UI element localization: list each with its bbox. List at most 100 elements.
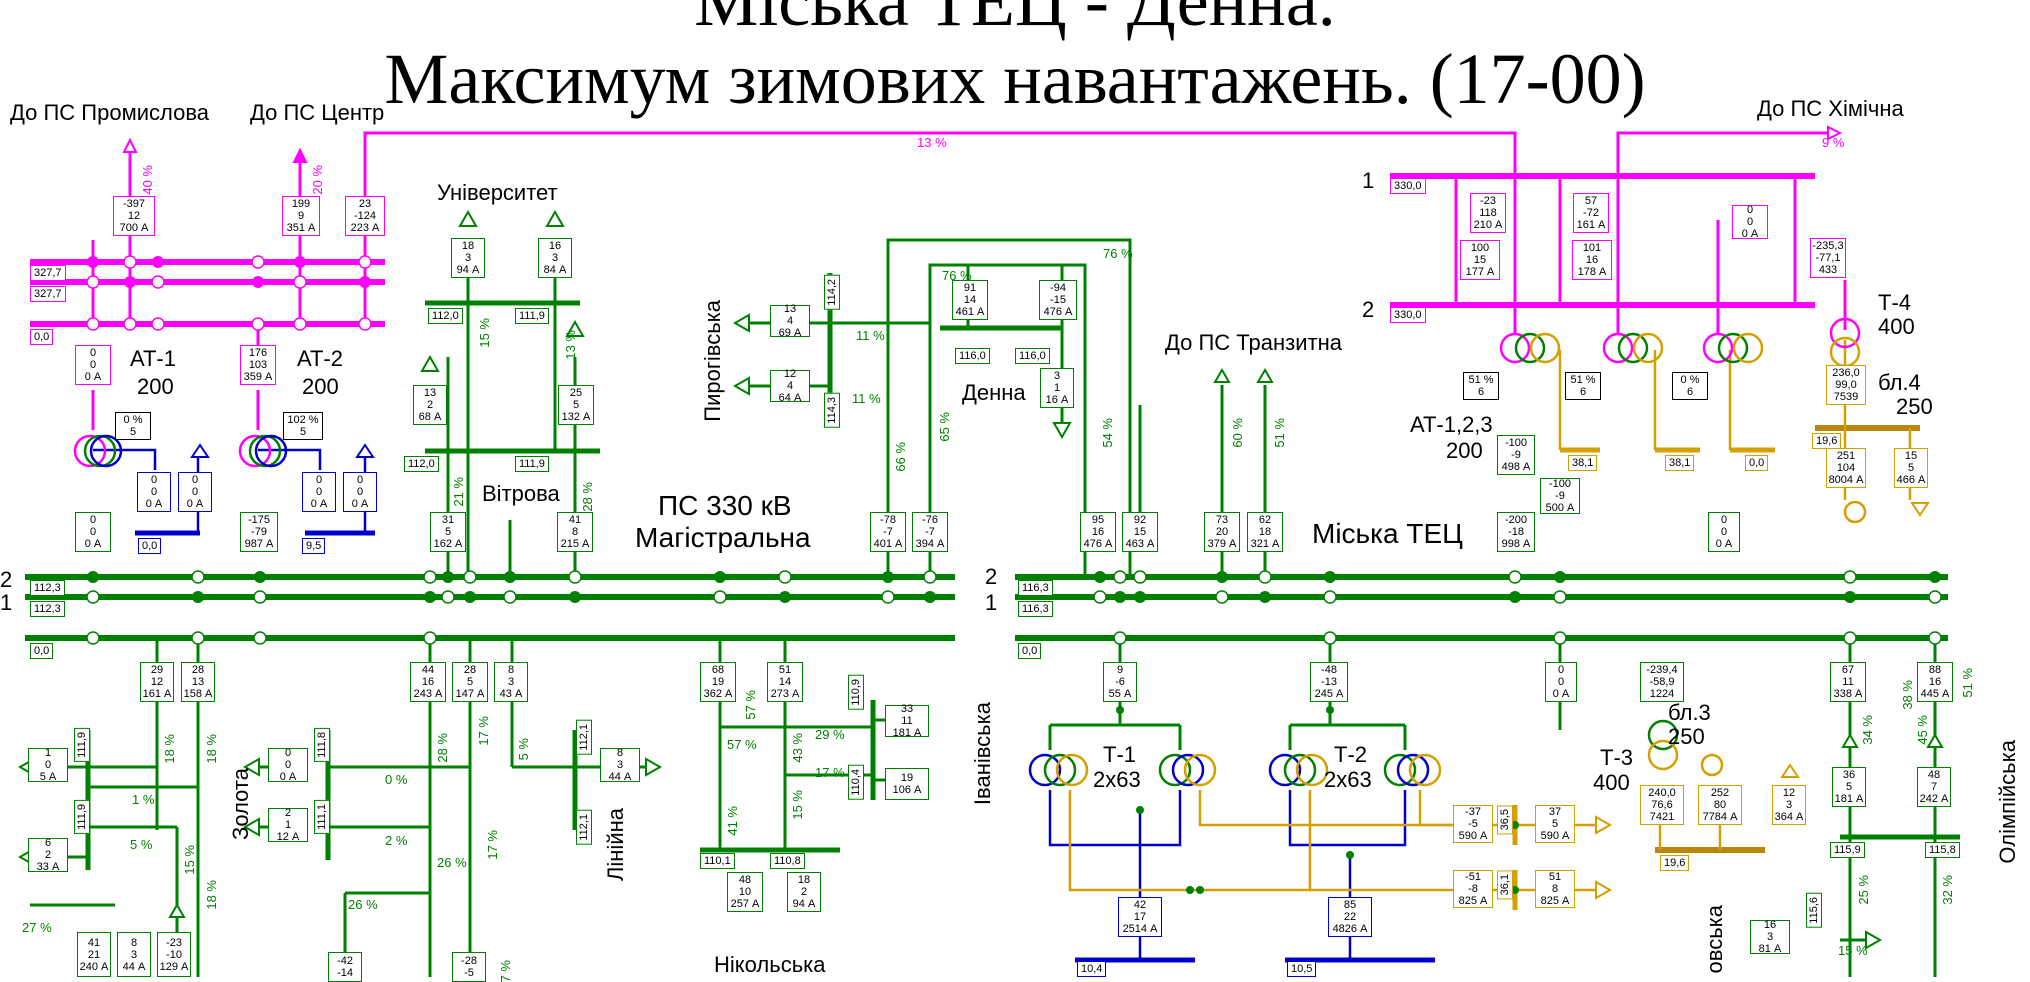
pct-label: 5 % [130,837,153,852]
pct-label: 40 % [140,165,155,195]
label-vitrova: Вітрова [482,481,560,506]
pct-label: 27 % [22,920,52,935]
label-at123-power: 200 [1446,438,1483,463]
pct-label: 11 % [856,328,885,343]
label-bl3: бл.3 [1668,700,1711,725]
bus-voltage: 0,0 [1018,643,1042,659]
bus330-label-2: 2 [1362,297,1375,322]
kv330-open-nodes [86,255,372,331]
label-liniina: Лінійна [603,808,628,882]
bus-voltage: 112,1 [576,720,592,755]
transformer-load-box: 102 %5 [283,412,323,440]
bus-voltage: 110,9 [848,675,864,710]
label-t3-power: 400 [1593,770,1630,795]
label-to-promyslova: До ПС Промислова [10,100,209,125]
pct-label: 1 % [132,792,155,807]
bus-voltage: 110,4 [848,765,864,800]
label-universytet: Університет [437,180,558,205]
bus-voltage: 115,8 [1925,842,1960,858]
bus-voltage: 111,9 [515,308,549,324]
bus-label-1-right: 1 [985,590,998,615]
pct-label: 26 % [437,855,467,870]
flow-box: -28-5 [452,952,486,982]
label-ovska: овська [1702,905,1727,974]
bus-open-nodes [86,570,1942,645]
label-t2-power: 2х63 [1324,767,1372,792]
bus-voltage: 38,1 [1665,455,1695,471]
small-nodes [1116,706,1519,894]
bus-voltage: 115,6 [1806,893,1822,928]
bus-voltage: 111,8 [314,728,330,762]
label-bl4: бл.4 [1878,370,1921,395]
pct-label: 28 % [435,733,450,763]
bus-voltage: 327,7 [30,286,66,302]
pct-label: 15 % [790,790,805,820]
bus-voltage: 10,5 [1287,961,1317,977]
pct-label: 41 % [725,806,740,836]
label-at2: АТ-2 [297,346,343,371]
bus-voltage: 0,0 [30,329,54,345]
bus330-label-1: 1 [1362,168,1375,193]
label-zolota: Золота [228,768,253,840]
label-t2: Т-2 [1334,742,1367,767]
label-denna: Денна [962,380,1026,405]
label-nikolska: Нікольська [714,952,826,977]
label-t1: Т-1 [1103,742,1136,767]
label-miska-tets: Міська ТЕЦ [1312,518,1463,549]
pct-label: 17 % [485,830,500,860]
pct-label: 18 % [162,734,177,764]
pct-label: 25 % [1856,875,1871,905]
pct-label: 32 % [1940,875,1955,905]
kv110-lines [25,238,1960,977]
transformers [73,317,1867,787]
bus-voltage: 9,5 [302,538,326,554]
bus-voltage: 0,0 [1745,455,1769,471]
pct-label: 57 % [727,737,757,752]
label-t1-power: 2х63 [1093,767,1141,792]
bus-voltage: 36,1 [1497,870,1513,900]
label-t4-power: 400 [1878,314,1915,339]
label-ps330: ПС 330 кВ [658,490,792,521]
bus-voltage: 0,0 [30,643,54,659]
label-at2-power: 200 [302,374,339,399]
label-olimpiiska: Олімпійська [1995,740,2020,864]
